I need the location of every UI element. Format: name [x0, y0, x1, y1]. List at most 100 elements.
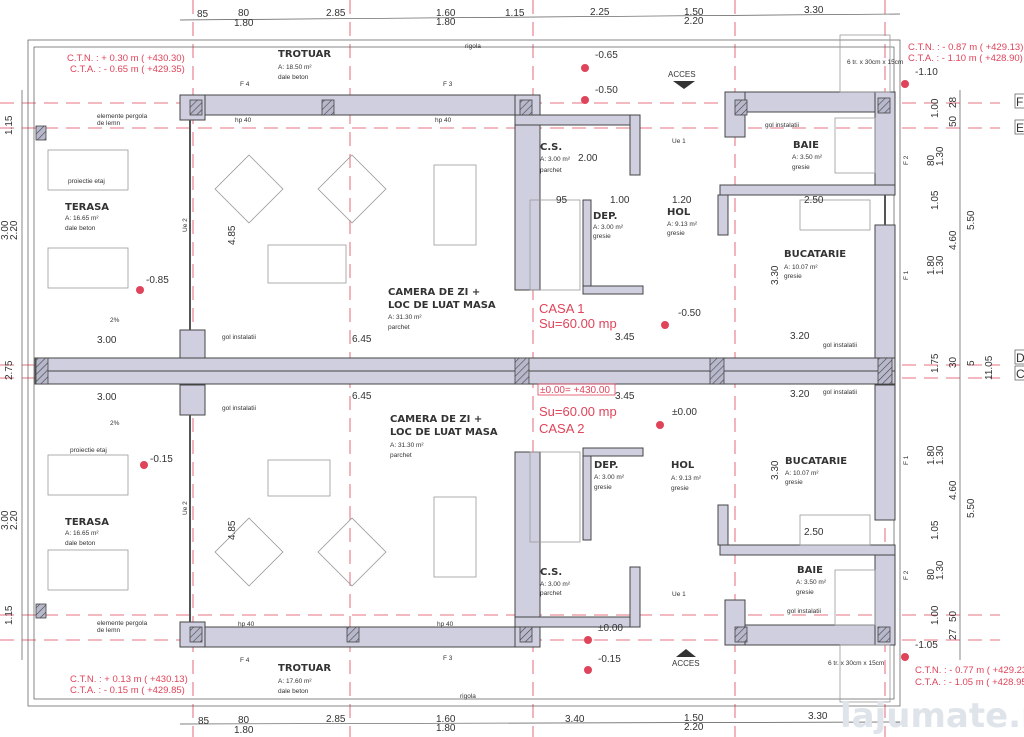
svg-text:2%: 2%: [110, 420, 120, 427]
svg-text:gresie: gresie: [785, 479, 803, 486]
svg-text:C.T.N. : - 0.87 m ( +429.13): C.T.N. : - 0.87 m ( +429.13): [908, 42, 1023, 53]
svg-text:28: 28: [948, 96, 959, 108]
svg-text:6.45: 6.45: [352, 334, 372, 345]
svg-text:rigola: rigola: [460, 693, 476, 700]
svg-text:A: 3.00 m²: A: 3.00 m²: [540, 581, 571, 588]
svg-text:de lemn: de lemn: [97, 120, 121, 127]
terrace-bench: [47, 247, 129, 289]
svg-text:50: 50: [948, 610, 959, 622]
trotuar-top-area: A: 18.50 m²: [278, 64, 312, 71]
svg-text:de lemn: de lemn: [97, 627, 121, 634]
svg-text:hp 40: hp 40: [235, 117, 252, 124]
shower: [834, 569, 876, 626]
elevation-notes: C.T.N. : + 0.30 m ( +430.30) C.T.A. : - …: [67, 42, 1024, 696]
svg-text:gol instalatii: gol instalatii: [222, 334, 256, 341]
svg-text:2.50: 2.50: [804, 195, 824, 206]
svg-text:CAMERA DE ZI +: CAMERA DE ZI +: [390, 414, 482, 425]
svg-text:1.15: 1.15: [4, 115, 15, 135]
svg-text:4.85: 4.85: [227, 225, 238, 245]
svg-text:1.80: 1.80: [926, 255, 937, 275]
svg-text:gol instalatii: gol instalatii: [823, 342, 857, 349]
dimensions-top: 85 80 1.80 2.85 1.60 1.80 1.15 2.25 1.50…: [197, 5, 824, 29]
svg-text:80: 80: [238, 715, 250, 726]
svg-text:A: 3.50 m²: A: 3.50 m²: [792, 154, 823, 161]
svg-text:27: 27: [948, 628, 959, 640]
svg-text:A: 10.07 m²: A: 10.07 m²: [784, 264, 818, 271]
svg-text:TERASA: TERASA: [65, 517, 109, 528]
svg-text:5: 5: [966, 360, 977, 366]
svg-text:A: 3.50 m²: A: 3.50 m²: [796, 579, 827, 586]
svg-text:3.20: 3.20: [790, 331, 810, 342]
svg-text:CAMERA DE ZI +: CAMERA DE ZI +: [388, 287, 480, 298]
svg-text:hp 40: hp 40: [435, 117, 452, 124]
stove: [799, 199, 871, 231]
svg-text:3.30: 3.30: [770, 265, 781, 285]
svg-text:C.S.: C.S.: [540, 142, 562, 153]
svg-text:A: 9.13 m²: A: 9.13 m²: [667, 221, 698, 228]
zero-level-box: [537, 383, 616, 396]
svg-text:1.80: 1.80: [234, 18, 254, 29]
svg-text:1.00: 1.00: [930, 98, 941, 118]
svg-text:C: C: [1016, 367, 1024, 381]
svg-text:Ue 2: Ue 2: [182, 501, 189, 515]
svg-text:1.05: 1.05: [930, 520, 941, 540]
access-arrow-up-icon: [676, 649, 696, 657]
watermark-logo: lajumate.ro: [840, 696, 1024, 736]
trotuar-bottom-name: TROTUAR: [278, 663, 331, 674]
svg-text:3.00: 3.00: [0, 510, 11, 530]
svg-text:1.20: 1.20: [672, 195, 692, 206]
svg-text:±0.00: ±0.00: [672, 407, 697, 418]
svg-text:3.40: 3.40: [565, 714, 585, 725]
svg-text:Ue 1: Ue 1: [672, 591, 686, 598]
axis-labels: F E D C: [1014, 93, 1024, 381]
svg-text:±0.00: ±0.00: [598, 623, 623, 634]
svg-text:C.T.A. : - 0.65 m ( +429.35): C.T.A. : - 0.65 m ( +429.35): [70, 64, 185, 75]
walls-casa-2: [179, 384, 896, 648]
svg-text:1.80: 1.80: [436, 17, 456, 28]
svg-text:F 1: F 1: [903, 270, 910, 280]
svg-text:6 tr. x 30cm x 15cm: 6 tr. x 30cm x 15cm: [828, 660, 884, 667]
svg-text:2.20: 2.20: [684, 16, 704, 27]
access-label-bottom: ACCES: [672, 659, 700, 668]
svg-text:A: 9.13 m²: A: 9.13 m²: [671, 475, 702, 482]
svg-text:gresie: gresie: [796, 589, 814, 596]
svg-text:F: F: [1016, 95, 1023, 109]
armchair: [317, 517, 387, 587]
svg-text:C.T.N. : + 0.30 m ( +430.30): C.T.N. : + 0.30 m ( +430.30): [67, 53, 185, 64]
pergola-post: [35, 125, 47, 141]
svg-text:3.45: 3.45: [615, 391, 635, 402]
svg-text:gresie: gresie: [667, 230, 685, 237]
svg-text:2.85: 2.85: [326, 714, 346, 725]
svg-text:C.T.A. : - 1.05 m ( +428.95): C.T.A. : - 1.05 m ( +428.95): [915, 677, 1024, 688]
svg-text:A: 16.65 m²: A: 16.65 m²: [65, 530, 99, 537]
svg-text:3.45: 3.45: [615, 332, 635, 343]
svg-text:1.05: 1.05: [930, 190, 941, 210]
svg-text:Su=60.00 mp: Su=60.00 mp: [539, 316, 617, 331]
svg-text:gresie: gresie: [593, 233, 611, 240]
sofa-casa2: [267, 459, 331, 497]
svg-text:1.60: 1.60: [436, 714, 456, 725]
room-name: TERASA: [65, 202, 109, 213]
svg-text:dale beton: dale beton: [65, 225, 96, 232]
svg-text:HOL: HOL: [671, 460, 695, 471]
svg-text:2.20: 2.20: [9, 510, 20, 530]
svg-text:gresie: gresie: [671, 485, 689, 492]
svg-text:1.80: 1.80: [436, 723, 456, 734]
svg-text:2.20: 2.20: [9, 220, 20, 240]
casa-2: TERASA A: 16.65 m² dale beton CAMERA DE …: [65, 404, 847, 597]
shower: [834, 117, 876, 174]
svg-text:parchet: parchet: [540, 167, 562, 174]
svg-text:dale beton: dale beton: [65, 540, 96, 547]
svg-text:1.50: 1.50: [684, 7, 704, 18]
svg-text:-0.50: -0.50: [595, 85, 618, 96]
svg-text:gol instalatii: gol instalatii: [765, 122, 799, 129]
svg-text:2%: 2%: [110, 317, 120, 324]
access-label-top: ACCES: [668, 70, 696, 79]
svg-text:gol instalatii: gol instalatii: [787, 608, 821, 615]
svg-text:gol instalatii: gol instalatii: [222, 405, 256, 412]
svg-text:F 2: F 2: [903, 570, 910, 580]
svg-text:1.60: 1.60: [436, 8, 456, 19]
pergola-post: [35, 603, 47, 619]
ext-stairs: [839, 34, 891, 93]
sofa-casa1: [267, 244, 347, 284]
